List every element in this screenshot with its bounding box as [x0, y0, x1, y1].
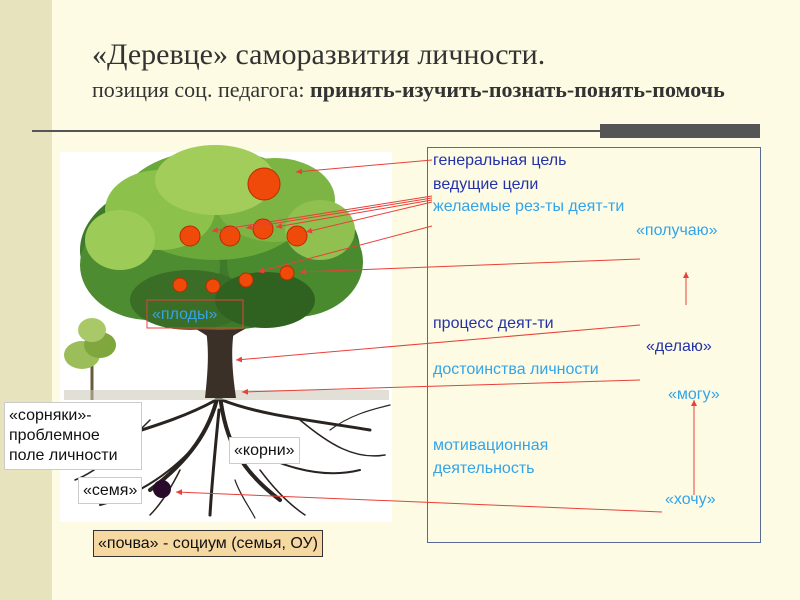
- title-rule-block: [600, 124, 760, 138]
- label-can: «могу»: [668, 386, 720, 403]
- fruit-leading-2: [219, 225, 241, 247]
- seed-dot: [153, 480, 171, 498]
- label-roots: «корни»: [229, 437, 300, 464]
- fruit-leading-1: [179, 225, 201, 247]
- fruits-frame: [146, 299, 244, 329]
- page-subtitle: позиция соц. педагога: принять-изучить-п…: [92, 76, 772, 103]
- fruit-result-1: [172, 277, 188, 293]
- fruit-result-3: [238, 272, 254, 288]
- label-get: «получаю»: [636, 222, 718, 239]
- label-leading-goals: ведущие цели: [433, 176, 539, 193]
- activity-panel: [427, 147, 761, 543]
- left-decor-strip: [0, 0, 52, 600]
- weed-tree: [64, 318, 116, 400]
- fruit-general-goal: [247, 167, 281, 201]
- subtitle-bold: принять-изучить-познать-понять-помочь: [310, 77, 725, 102]
- page-title: «Деревце» саморазвития личности.: [92, 38, 546, 71]
- label-general-goal: генеральная цель: [433, 152, 567, 169]
- label-motivation-2: деятельность: [433, 460, 535, 477]
- fruit-result-4: [279, 265, 295, 281]
- label-process: процесс деят-ти: [433, 315, 554, 332]
- subtitle-prefix: позиция соц. педагога:: [92, 77, 311, 102]
- label-soil: «почва» - социум (семья, ОУ): [93, 530, 323, 557]
- fruits: [172, 167, 308, 294]
- label-fruits: «плоды»: [152, 306, 218, 323]
- label-do: «делаю»: [646, 338, 712, 355]
- title-rule: [32, 130, 760, 132]
- fruit-leading-4: [286, 225, 308, 247]
- label-motivation-1: мотивационная: [433, 437, 549, 454]
- label-weeds: «сорняки»-проблемное поле личности: [4, 402, 142, 470]
- label-merits: достоинства личности: [433, 361, 599, 378]
- label-desired-results: желаемые рез-ты деят-ти: [433, 198, 625, 215]
- tree-trunk: [204, 320, 236, 398]
- label-want: «хочу»: [665, 491, 716, 508]
- progress-arrows: [683, 272, 697, 495]
- fruit-result-2: [205, 278, 221, 294]
- label-seed: «семя»: [78, 477, 143, 504]
- pointer-arrows: [175, 159, 663, 513]
